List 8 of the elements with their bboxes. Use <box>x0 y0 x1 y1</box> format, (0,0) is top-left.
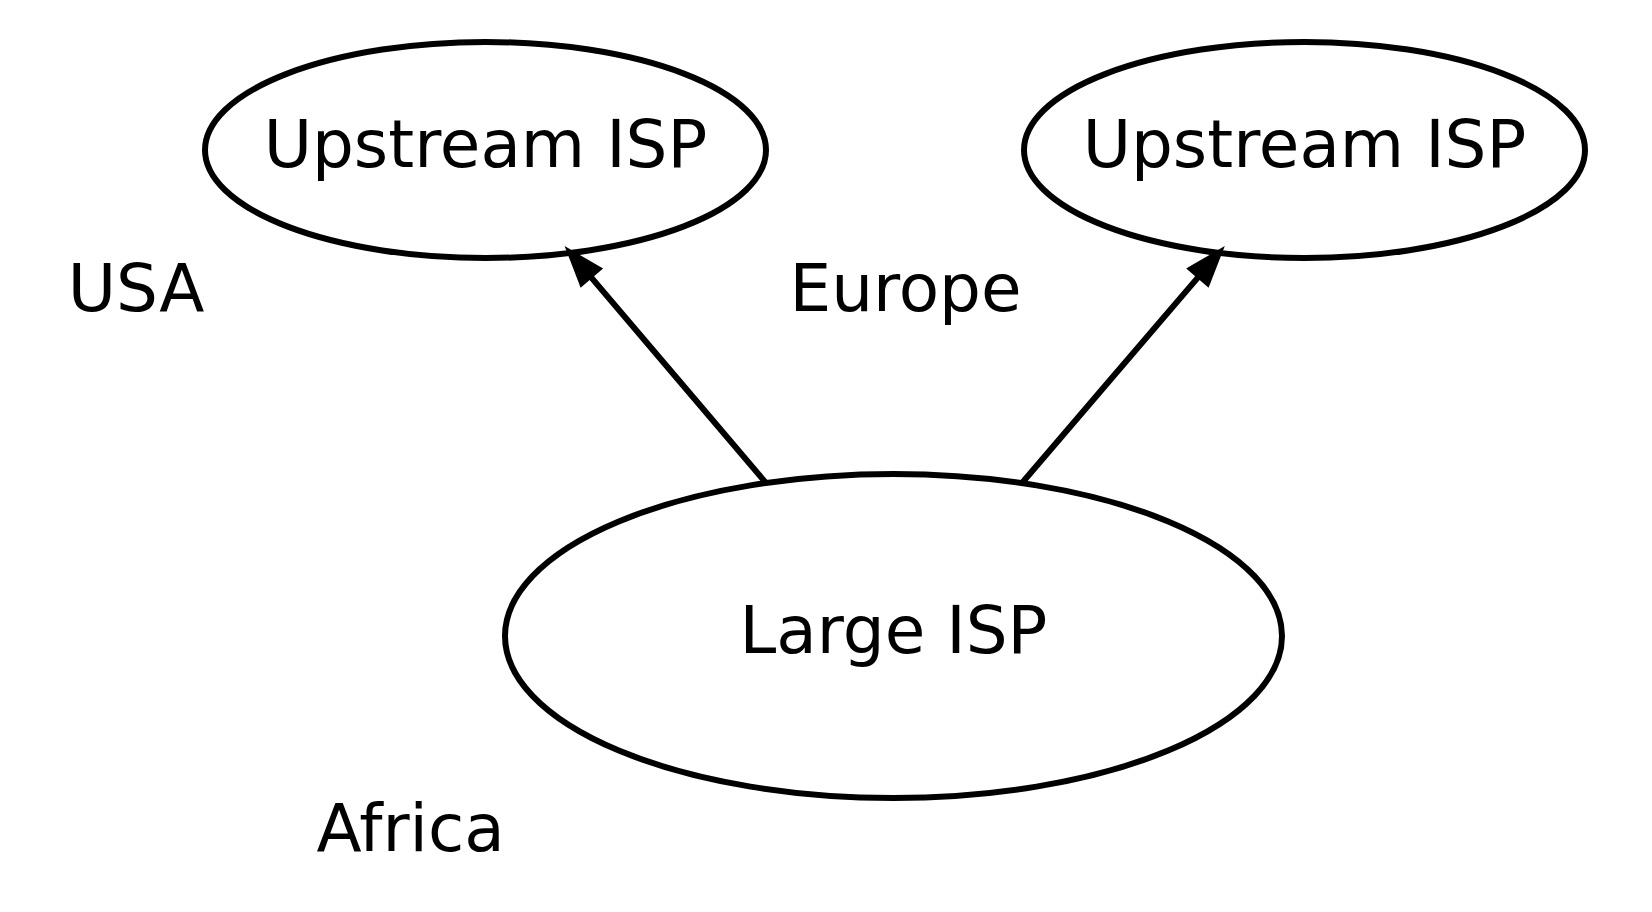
node-ellipse: Upstream ISP <box>1021 39 1588 261</box>
node-ellipse: Upstream ISP <box>202 39 769 261</box>
node-ellipse: Large ISP <box>502 471 1285 801</box>
node-label: Europe <box>789 249 1022 327</box>
arrow <box>564 246 768 485</box>
arrow <box>1020 246 1225 485</box>
node-label: Africa <box>316 789 505 867</box>
node-label: USA <box>67 249 205 327</box>
